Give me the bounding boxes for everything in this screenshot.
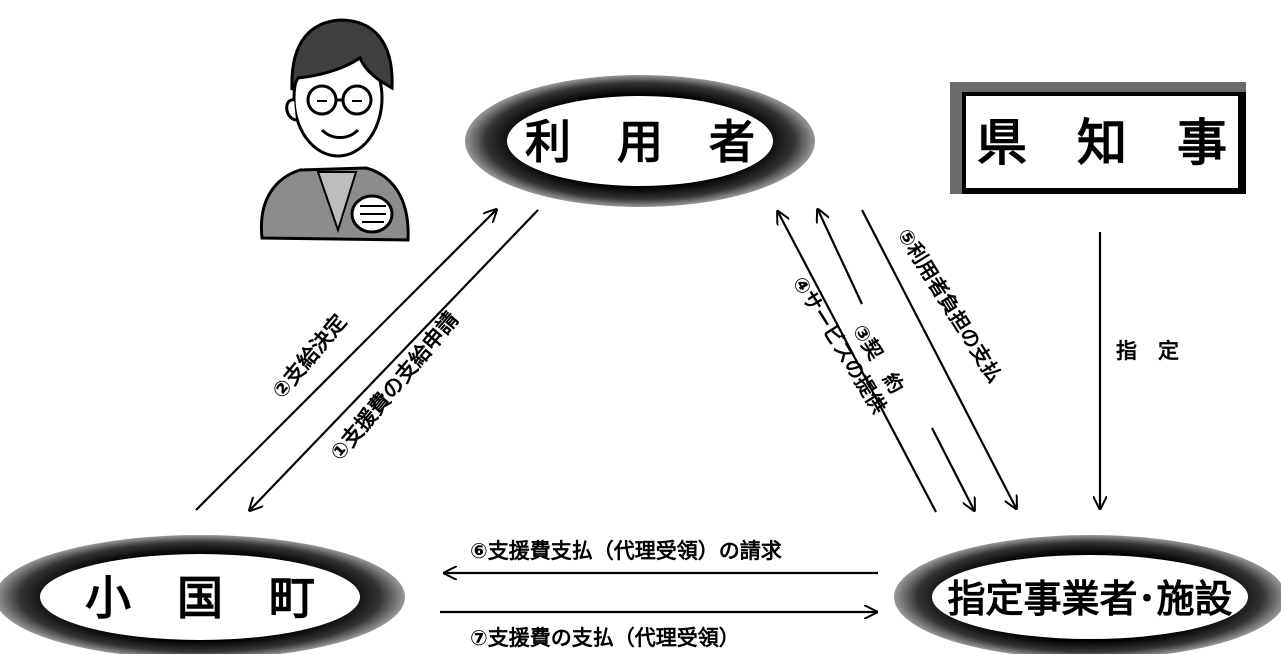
label-reimbursement: ⑦支援費の支払（代理受領）	[470, 626, 740, 650]
node-provider: 指定事業者･施設	[894, 535, 1281, 654]
node-user-label: 利 用 者	[525, 115, 755, 169]
arrow-decision	[195, 210, 496, 511]
node-governor-label: 県 知 事	[977, 114, 1227, 172]
node-town: 小 国 町	[0, 535, 405, 654]
arrow-contract-down	[931, 427, 974, 510]
node-provider-label: 指定事業者･施設	[947, 577, 1232, 621]
label-payment: ⑤利用者負担の支払	[893, 224, 1007, 387]
label-claim: ⑥支援費支払（代理受領）の請求	[470, 539, 782, 563]
arrow-application	[250, 209, 539, 510]
arrow-service	[778, 212, 937, 513]
node-governor: 県 知 事	[950, 82, 1246, 194]
label-designation: 指 定	[1116, 339, 1179, 363]
node-town-label: 小 国 町	[85, 571, 315, 625]
arrow-contract-up	[818, 210, 863, 305]
person-illustration-icon	[259, 18, 410, 242]
label-decision: ②支給決定	[267, 310, 351, 403]
arrow-payment	[861, 209, 1016, 508]
node-user: 利 用 者	[465, 75, 815, 207]
